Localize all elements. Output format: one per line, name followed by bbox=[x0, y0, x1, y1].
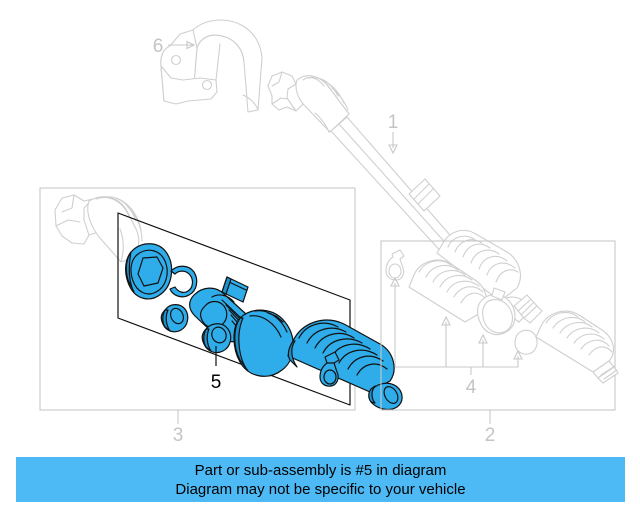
callout-label-1: 1 bbox=[388, 112, 399, 133]
part-inner-joint-housing-ghost bbox=[54, 194, 143, 263]
boot-kit-clamp-bolt bbox=[319, 351, 340, 387]
boot-kit-main-boot bbox=[287, 319, 403, 411]
callout-label-5: 5 bbox=[211, 372, 222, 393]
callout-label-2: 2 bbox=[485, 425, 496, 446]
boot-kit-small-ring-b bbox=[201, 323, 232, 354]
part-5-inner-boot-kit[interactable]: 5 bbox=[117, 212, 403, 411]
callout-label-3: 3 bbox=[173, 425, 184, 446]
notice-banner: Part or sub-assembly is #5 in diagram Di… bbox=[16, 457, 625, 502]
notice-line-secondary: Diagram may not be specific to your vehi… bbox=[175, 480, 466, 498]
part-1-drive-axle-shaft[interactable]: 1 bbox=[267, 71, 543, 324]
part-4-outer-boot-kit-ghost[interactable]: 4 bbox=[385, 249, 538, 398]
boot-kit-flange-cap bbox=[233, 309, 294, 377]
group-box-2[interactable]: 2 bbox=[380, 240, 616, 446]
boot-kit-circlip bbox=[169, 265, 198, 298]
part-5-frame bbox=[117, 212, 351, 406]
boot-kit-small-ring-a bbox=[160, 304, 189, 333]
part-6-heat-shield[interactable]: 6 bbox=[153, 19, 263, 113]
boot-kit-cover bbox=[125, 243, 173, 300]
group-box-3[interactable]: 3 bbox=[39, 187, 356, 446]
callout-label-6: 6 bbox=[153, 36, 164, 57]
notice-line-primary: Part or sub-assembly is #5 in diagram bbox=[194, 461, 447, 479]
callout-label-4: 4 bbox=[466, 377, 477, 398]
part-outer-cv-joint-ghost bbox=[535, 310, 619, 384]
